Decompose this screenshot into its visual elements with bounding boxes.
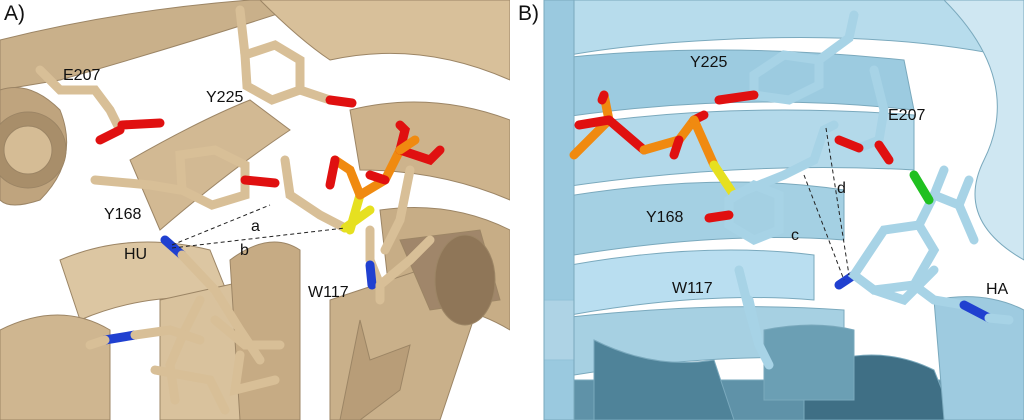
label-distance-a: a bbox=[251, 218, 260, 235]
label-distance-b: b bbox=[240, 242, 249, 259]
panel-b: Y225 E207 Y168 W117 HA c d B) bbox=[514, 0, 1024, 420]
label-w117: W117 bbox=[672, 280, 713, 297]
label-y168: Y168 bbox=[646, 209, 683, 226]
label-ha: HA bbox=[986, 281, 1009, 298]
panel-a: E207 Y225 Y168 HU W117 a b A) bbox=[0, 0, 510, 420]
label-y168: Y168 bbox=[104, 206, 141, 223]
panel-b-sticks bbox=[569, 10, 1014, 370]
panel-b-distance-lines bbox=[803, 127, 850, 281]
panel-a-structure: E207 Y225 Y168 HU W117 a b bbox=[0, 0, 510, 420]
label-e207: E207 bbox=[888, 107, 925, 124]
panel-a-labels: E207 Y225 Y168 HU W117 a b bbox=[63, 67, 349, 301]
panel-a-sticks bbox=[35, 5, 445, 415]
panel-a-distance-lines bbox=[171, 204, 346, 249]
panel-a-label: A) bbox=[4, 2, 25, 25]
label-y225: Y225 bbox=[690, 54, 727, 71]
panel-b-labels: Y225 E207 Y168 W117 HA c d bbox=[646, 54, 1009, 298]
label-y225: Y225 bbox=[206, 89, 243, 106]
panel-b-ribbons bbox=[543, 0, 1024, 420]
label-distance-d: d bbox=[837, 180, 846, 197]
label-w117: W117 bbox=[308, 284, 349, 301]
panel-b-structure: Y225 E207 Y168 W117 HA c d bbox=[514, 0, 1024, 420]
panel-b-label: B) bbox=[518, 2, 539, 25]
label-distance-c: c bbox=[791, 227, 799, 244]
label-hu: HU bbox=[124, 246, 147, 263]
label-e207: E207 bbox=[63, 67, 100, 84]
